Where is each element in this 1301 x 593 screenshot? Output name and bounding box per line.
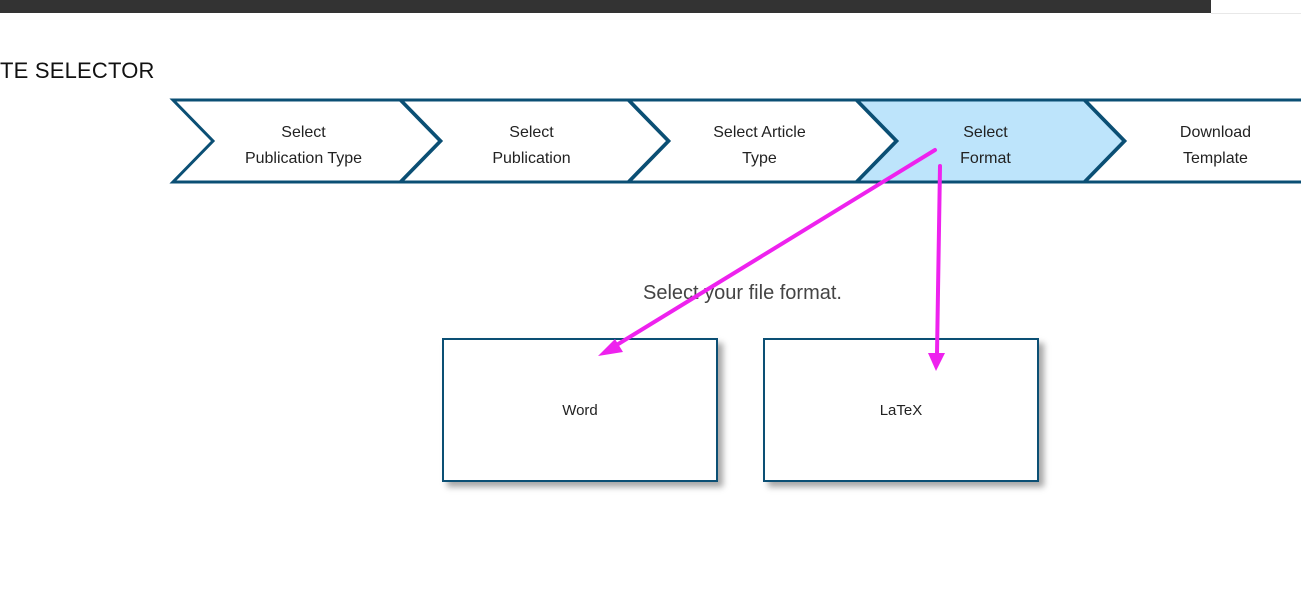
step-download-template[interactable]: Download Template <box>1179 124 1252 167</box>
step-publication[interactable]: Select Publication <box>492 124 571 167</box>
latex-format-label: LaTeX <box>879 401 923 419</box>
latex-format-button[interactable]: LaTeX <box>763 338 1039 482</box>
step-publication-type[interactable]: Select Publication Type <box>244 124 363 167</box>
step-format[interactable]: Select Format <box>960 124 1011 167</box>
top-nav-bar <box>0 0 1211 13</box>
step-article-type[interactable]: Select Article Type <box>713 124 806 167</box>
page-title: TE SELECTOR <box>0 58 155 83</box>
word-format-button[interactable]: Word <box>442 338 718 482</box>
format-prompt: Select your file format. <box>643 282 842 304</box>
top-nav-bar-end <box>1211 0 1301 14</box>
word-format-label: Word <box>562 401 598 419</box>
step-shape-download-template[interactable] <box>1081 98 1301 184</box>
